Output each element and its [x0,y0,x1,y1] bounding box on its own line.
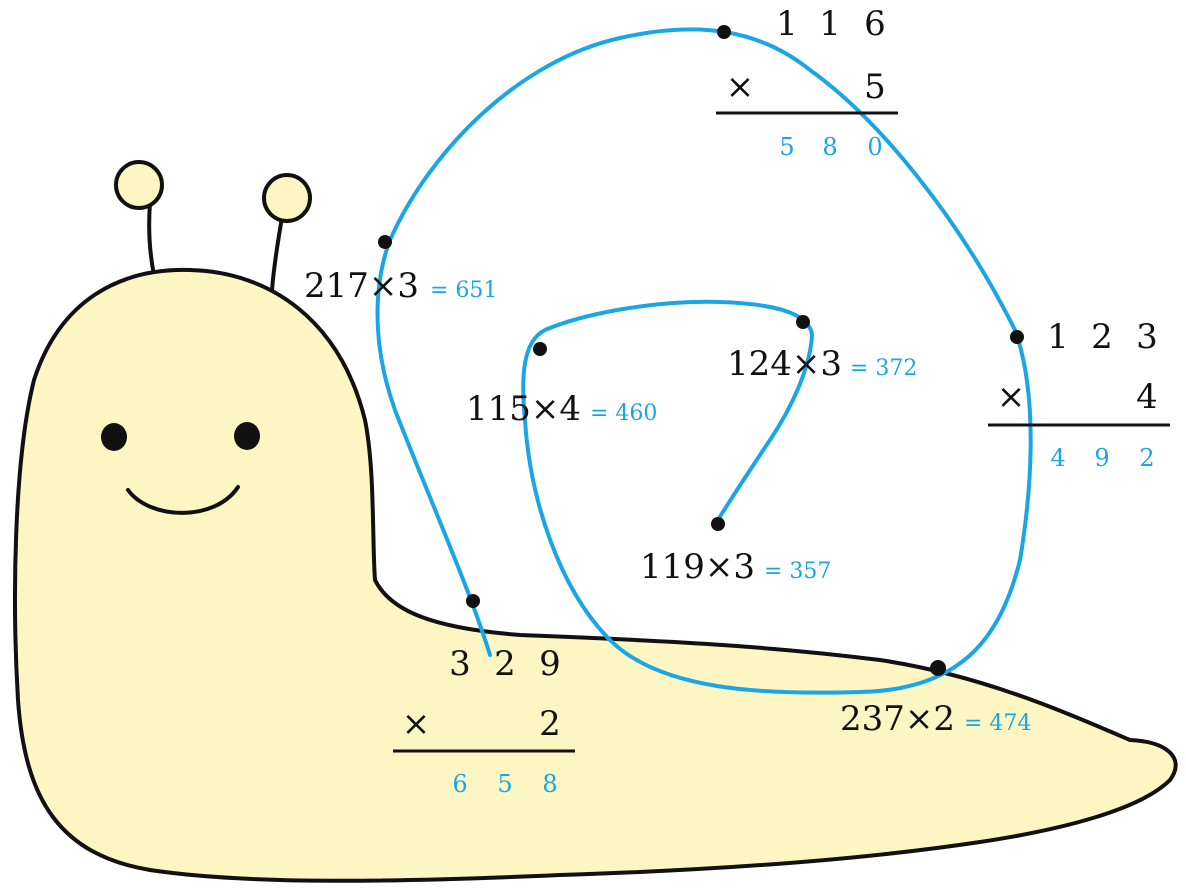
slug-eye-left [101,423,127,451]
expression: 237×2 [840,699,955,739]
antenna-right [270,211,285,291]
problem-329x2: 3 2 9 × 2 6 5 8 [393,644,575,798]
answer-digit: 8 [542,770,557,798]
digit: 5 [864,67,886,107]
problem-119x3: 119×3 = 357 [640,547,831,587]
problem-237x2: 237×2 = 474 [840,699,1031,739]
expression: 115×4 [466,389,581,429]
digit: 2 [539,704,561,744]
dot-124 [796,315,810,329]
problem-115x4: 115×4 = 460 [466,389,657,429]
digit: 6 [864,4,886,44]
answer-digit: 5 [497,770,512,798]
times-sign: × [997,377,1026,417]
antenna-right-tip [262,173,312,223]
digit: 1 [776,4,798,44]
dot-116 [717,25,731,39]
answer-digit: 0 [867,133,882,161]
digit: 3 [1136,317,1158,357]
dot-123 [1010,330,1024,344]
answer: = 460 [590,401,657,426]
answer: = 357 [764,559,831,584]
expression: 124×3 [727,344,842,384]
slug-illustration [13,160,1178,883]
problem-123x4: 1 2 3 × 4 4 9 2 [988,317,1170,472]
antenna-left-tip [114,160,164,210]
digit: 3 [449,644,471,684]
connecting-path [375,27,1033,695]
answer-digit: 8 [822,133,837,161]
answer: = 372 [850,356,917,381]
dot-329 [466,594,480,608]
antenna-left [147,202,156,276]
dot-237 [930,660,946,676]
slug-eye-right [234,422,260,450]
dot-115 [533,342,547,356]
answer-digit: 4 [1050,444,1065,472]
problem-217x3: 217×3 = 651 [304,266,497,306]
times-sign: × [402,704,431,744]
digit: 9 [539,644,561,684]
digit: 4 [1136,377,1158,417]
expression: 217×3 [304,266,419,306]
slug-smile [126,485,240,515]
dot-217 [378,235,392,249]
times-sign: × [726,67,755,107]
expression: 119×3 [640,547,755,587]
digit: 1 [819,4,841,44]
slug-body [13,267,1178,883]
digit: 2 [1091,317,1113,357]
answer: = 474 [964,711,1031,736]
answer: = 651 [430,278,497,303]
digit: 1 [1047,317,1069,357]
answer-digit: 5 [779,133,794,161]
dot-119 [711,517,725,531]
digit: 2 [494,644,516,684]
answer-digit: 6 [452,770,467,798]
answer-digit: 9 [1094,444,1109,472]
problem-124x3: 124×3 = 372 [727,344,917,384]
problem-116x5: 1 1 6 × 5 5 8 0 [716,4,898,161]
path-dots [378,25,1024,676]
answer-digit: 2 [1139,444,1154,472]
